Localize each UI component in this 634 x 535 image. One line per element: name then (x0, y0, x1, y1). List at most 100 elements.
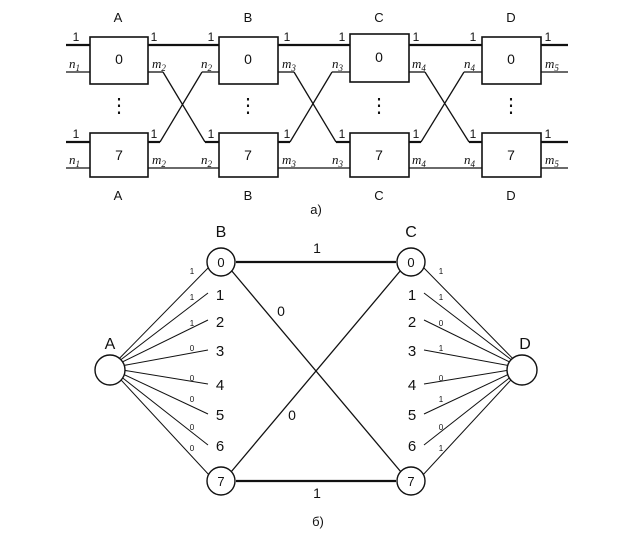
one-label: 1 (339, 127, 346, 141)
node-b-name: B (216, 224, 227, 241)
left-fan-weight: 0 (190, 344, 195, 353)
stage-label-b-top: B (244, 10, 253, 25)
switch-d0-label: 0 (507, 51, 515, 67)
cross-ab-up (159, 71, 203, 143)
fan-line (109, 265, 211, 369)
caption-a: а) (310, 202, 322, 217)
left-fan-number: 5 (216, 407, 224, 424)
ellipsis-d: ⋮ (501, 95, 521, 117)
stage-label-a-bottom: A (114, 188, 123, 203)
top-row-one-labels: 1 1 1 1 1 1 1 1 (73, 30, 552, 44)
node-b0 (206, 247, 236, 277)
stage-label-a-top: A (114, 10, 123, 25)
left-fan-weight: 0 (190, 395, 195, 404)
label-n2-bottom: n2 (201, 152, 213, 169)
right-fan-weight: 1 (439, 395, 444, 404)
left-fan-number: 1 (216, 287, 224, 304)
one-label: 1 (413, 30, 420, 44)
right-fan-number: 5 (408, 407, 416, 424)
input-n1-top: n1 (69, 56, 80, 73)
edge-label-top: 1 (313, 240, 321, 256)
switch-b0-label: 0 (244, 51, 252, 67)
switch-d0 (481, 36, 542, 85)
switch-d7 (481, 132, 542, 178)
label-n4-top: n4 (464, 56, 476, 73)
cross-cd-down (424, 71, 470, 143)
label-n3-bottom: n3 (332, 152, 344, 169)
ellipsis-c: ⋮ (369, 95, 389, 117)
fan-line (423, 367, 523, 446)
cross-bc-up (289, 71, 333, 143)
switch-b0 (218, 36, 279, 85)
left-fan-number: 4 (216, 377, 224, 394)
stage-label-d-bottom: D (506, 188, 515, 203)
cross-cd-up (420, 71, 465, 143)
node-d-name: D (519, 336, 531, 353)
one-label: 1 (73, 30, 80, 44)
label-m3-bottom: m3 (282, 152, 296, 169)
part-a-switch-stages: A B C D A B C D (66, 10, 568, 217)
right-fan-weight: 0 (439, 423, 444, 432)
fan-line (421, 367, 523, 477)
left-fan-weight: 1 (190, 267, 195, 276)
one-label: 1 (73, 127, 80, 141)
left-fan-number: 3 (216, 343, 224, 360)
one-label: 1 (151, 30, 158, 44)
left-fan-weight: 1 (190, 319, 195, 328)
one-label: 1 (208, 127, 215, 141)
fan-line (109, 367, 211, 477)
label-m2-bottom: m2 (152, 152, 166, 169)
edge-label-bottom: 1 (313, 485, 321, 501)
left-fan-number: 2 (216, 314, 224, 331)
right-fan-weight: 1 (439, 267, 444, 276)
right-fan-weight: 1 (439, 344, 444, 353)
label-n2-top: n2 (201, 56, 213, 73)
node-c0 (396, 247, 426, 277)
fan-line (423, 292, 523, 369)
switch-c7-label: 7 (375, 147, 383, 163)
ellipsis-a: ⋮ (109, 95, 129, 117)
node-a (94, 354, 126, 386)
switch-d7-label: 7 (507, 147, 515, 163)
cross-ab-down (162, 71, 206, 143)
label-n3-top: n3 (332, 56, 344, 73)
one-label: 1 (545, 127, 552, 141)
left-fan-weight: 0 (190, 423, 195, 432)
left-fan-lines (109, 265, 211, 477)
edge-label-cross-upper: 0 (277, 303, 285, 319)
fan-line (109, 349, 209, 369)
right-fan-number: 2 (408, 314, 416, 331)
right-fan-number: 3 (408, 343, 416, 360)
right-fan-weight: 1 (439, 444, 444, 453)
cross-bc-down (293, 71, 337, 143)
label-m4-bottom: m4 (412, 152, 426, 169)
label-m2-top: m2 (152, 56, 166, 73)
left-fan-weight: 1 (190, 293, 195, 302)
fan-line (423, 349, 523, 369)
label-n4-bottom: n4 (464, 152, 476, 169)
output-m5-top: m5 (545, 56, 559, 73)
switch-c0 (349, 33, 410, 83)
node-c-name: C (405, 224, 417, 241)
switch-a0-label: 0 (115, 51, 123, 67)
caption-b: б) (312, 514, 324, 529)
right-fan-number: 1 (408, 287, 416, 304)
ellipsis-b: ⋮ (238, 95, 258, 117)
fan-line (421, 265, 523, 369)
one-label: 1 (151, 127, 158, 141)
one-label: 1 (208, 30, 215, 44)
stage-label-c-top: C (374, 10, 383, 25)
node-b0-label: 0 (217, 255, 224, 270)
switch-b7 (218, 132, 279, 178)
input-n1-bottom: n1 (69, 152, 80, 169)
left-fan-number: 6 (216, 438, 224, 455)
right-fan-weight: 0 (439, 374, 444, 383)
node-d (506, 354, 538, 386)
node-a-name: A (105, 336, 116, 353)
one-label: 1 (284, 127, 291, 141)
fan-line (423, 367, 523, 385)
right-fan-lines (421, 265, 523, 477)
stage-label-b-bottom: B (244, 188, 253, 203)
fan-line (423, 319, 523, 369)
